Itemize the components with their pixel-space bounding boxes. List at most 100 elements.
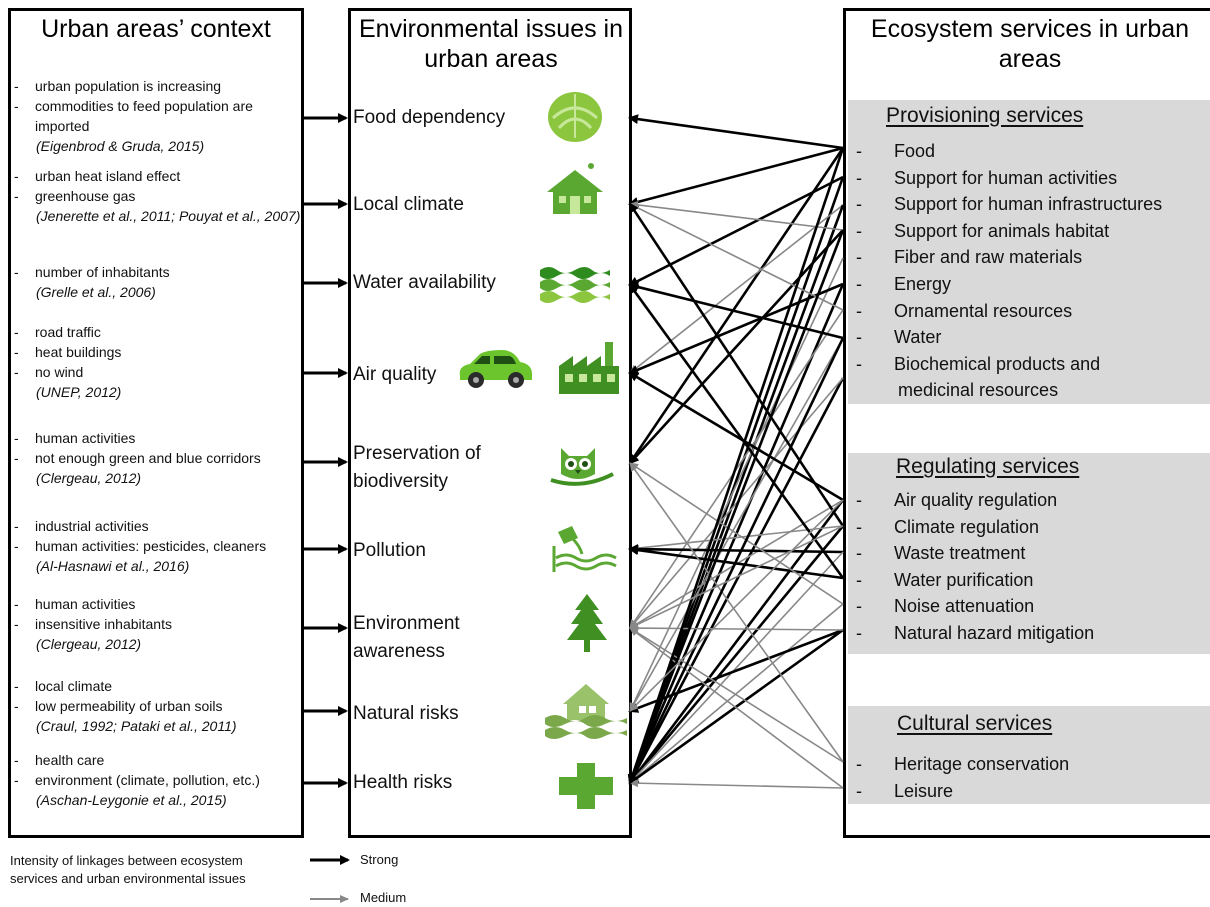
bullet-dash: - xyxy=(14,344,19,360)
context-group: -human activities-not enough green and b… xyxy=(14,428,304,488)
services-title: Ecosystem services in urban areas xyxy=(850,14,1210,74)
strong-link xyxy=(628,146,844,207)
service-item-text: Natural hazard mitigation xyxy=(894,623,1095,643)
bullet-dash: - xyxy=(14,430,19,446)
context-bullet: -human activities xyxy=(14,428,304,448)
context-group: -local climate-low permeability of urban… xyxy=(14,676,304,736)
context-bullet: -greenhouse gas xyxy=(14,186,304,206)
bullet-dash: - xyxy=(856,300,862,321)
service-item-text: Climate regulation xyxy=(894,516,1040,537)
service-item-text: Fiber and raw materials xyxy=(894,247,1083,268)
context-bullet-text: low permeability of urban soils xyxy=(35,698,223,714)
bullet-dash: - xyxy=(14,518,19,534)
legend-strong-label: Strong xyxy=(360,852,399,867)
strong-link xyxy=(628,282,844,340)
context-group: -health care-environment (climate, pollu… xyxy=(14,750,304,810)
service-item-text: Water purification xyxy=(894,569,1034,590)
bullet-dash: - xyxy=(14,264,19,280)
context-bullet: -urban heat island effect xyxy=(14,166,304,186)
context-bullet-text: not enough green and blue corridors xyxy=(35,450,261,466)
issues-title-text: Environmental issues in urban areas xyxy=(358,15,623,73)
strong-link xyxy=(628,114,844,150)
issue-label: Health risks xyxy=(353,772,453,793)
context-box xyxy=(8,8,304,838)
service-item-text: Food xyxy=(894,141,936,161)
legend-medium-arrow xyxy=(310,895,349,903)
service-item-text: Support for human activities xyxy=(894,167,1118,188)
bullet-dash: - xyxy=(856,754,862,774)
bullet-dash: - xyxy=(856,596,862,617)
medium-link xyxy=(629,627,844,763)
context-group: -human activities-insensitive inhabitant… xyxy=(14,594,304,654)
context-reference: (Aschan-Leygonie et al., 2015) xyxy=(36,792,227,808)
house-icon xyxy=(547,163,603,214)
context-title: Urban areas’ context xyxy=(41,15,271,43)
service-item-text: Water xyxy=(894,327,942,348)
factory-icon xyxy=(559,342,619,394)
context-bullet-text: urban heat island effect xyxy=(35,168,181,184)
context-reference: (Al-Hasnawi et al., 2016) xyxy=(36,558,190,574)
bullet-dash: - xyxy=(856,543,862,564)
issue-label: Water availability xyxy=(353,272,496,293)
medium-link xyxy=(629,627,844,789)
context-bullet: -road traffic xyxy=(14,322,304,342)
owl-icon xyxy=(550,448,614,486)
legend-caption: Intensity of linkages between ecosystem … xyxy=(10,852,246,888)
strong-link xyxy=(628,377,845,785)
bullet-dash: - xyxy=(14,678,19,694)
bullet-dash: - xyxy=(856,327,862,348)
context-bullet: -not enough green and blue corridors xyxy=(14,448,304,468)
service-item-text: Support for animals habitat xyxy=(894,220,1110,241)
pollution-icon xyxy=(552,526,617,572)
context-bullet: -health care xyxy=(14,750,304,770)
service-issue-links xyxy=(627,114,845,789)
context-bullet-text: heat buildings xyxy=(35,344,122,360)
bullet-dash: - xyxy=(14,98,19,114)
flood-house-icon xyxy=(545,684,627,739)
context-reference: (Clergeau, 2012) xyxy=(36,636,142,652)
bullet-dash: - xyxy=(856,569,862,590)
bullet-dash: - xyxy=(14,168,19,184)
issue-label: Pollution xyxy=(353,540,426,561)
bullet-dash: - xyxy=(856,220,862,241)
medium-link xyxy=(629,603,844,784)
context-bullet-text: local climate xyxy=(35,678,113,694)
issue-label: Air quality xyxy=(353,364,437,385)
water-waves-icon xyxy=(540,267,610,303)
legend-caption-line2: services and urban environmental issues xyxy=(10,871,246,886)
context-bullet: -commodities to feed population are impo… xyxy=(14,96,304,136)
health-cross-icon xyxy=(559,763,613,809)
context-bullet: -no wind xyxy=(14,362,304,382)
context-bullet-text: health care xyxy=(35,752,105,768)
medium-link xyxy=(629,257,844,712)
context-bullet: -human activities: pesticides, cleaners xyxy=(14,536,304,556)
context-bullet: -environment (climate, pollution, etc.) xyxy=(14,770,304,790)
strong-link xyxy=(628,282,844,375)
context-group: -industrial activities-human activities:… xyxy=(14,516,304,576)
bullet-dash: - xyxy=(856,781,862,801)
service-item-text: Waste treatment xyxy=(894,543,1026,564)
issue-label: Food dependency xyxy=(353,107,506,128)
bullet-dash: - xyxy=(14,450,19,466)
strong-link xyxy=(628,147,845,465)
context-bullet: -industrial activities xyxy=(14,516,304,536)
context-bullet: -local climate xyxy=(14,676,304,696)
strong-link xyxy=(628,499,845,785)
context-bullet: -human activities xyxy=(14,594,304,614)
legend-strong-arrow xyxy=(310,855,350,865)
service-item-text: Support for human infrastructures xyxy=(894,194,1163,215)
issue-label: Local climate xyxy=(353,194,464,215)
bullet-dash: - xyxy=(14,78,19,94)
strong-link xyxy=(628,283,845,579)
service-item-text: Heritage conservation xyxy=(894,754,1070,774)
bullet-dash: - xyxy=(14,772,19,788)
service-item-text: Leisure xyxy=(894,781,954,801)
service-item-text: Energy xyxy=(894,274,952,294)
cultural-panel xyxy=(848,706,1210,804)
context-bullet-text: insensitive inhabitants xyxy=(35,616,172,632)
legend-caption-line1: Intensity of linkages between ecosystem xyxy=(10,853,243,868)
strong-link xyxy=(628,628,844,785)
context-reference: (UNEP, 2012) xyxy=(36,384,122,400)
car-icon xyxy=(459,350,532,388)
